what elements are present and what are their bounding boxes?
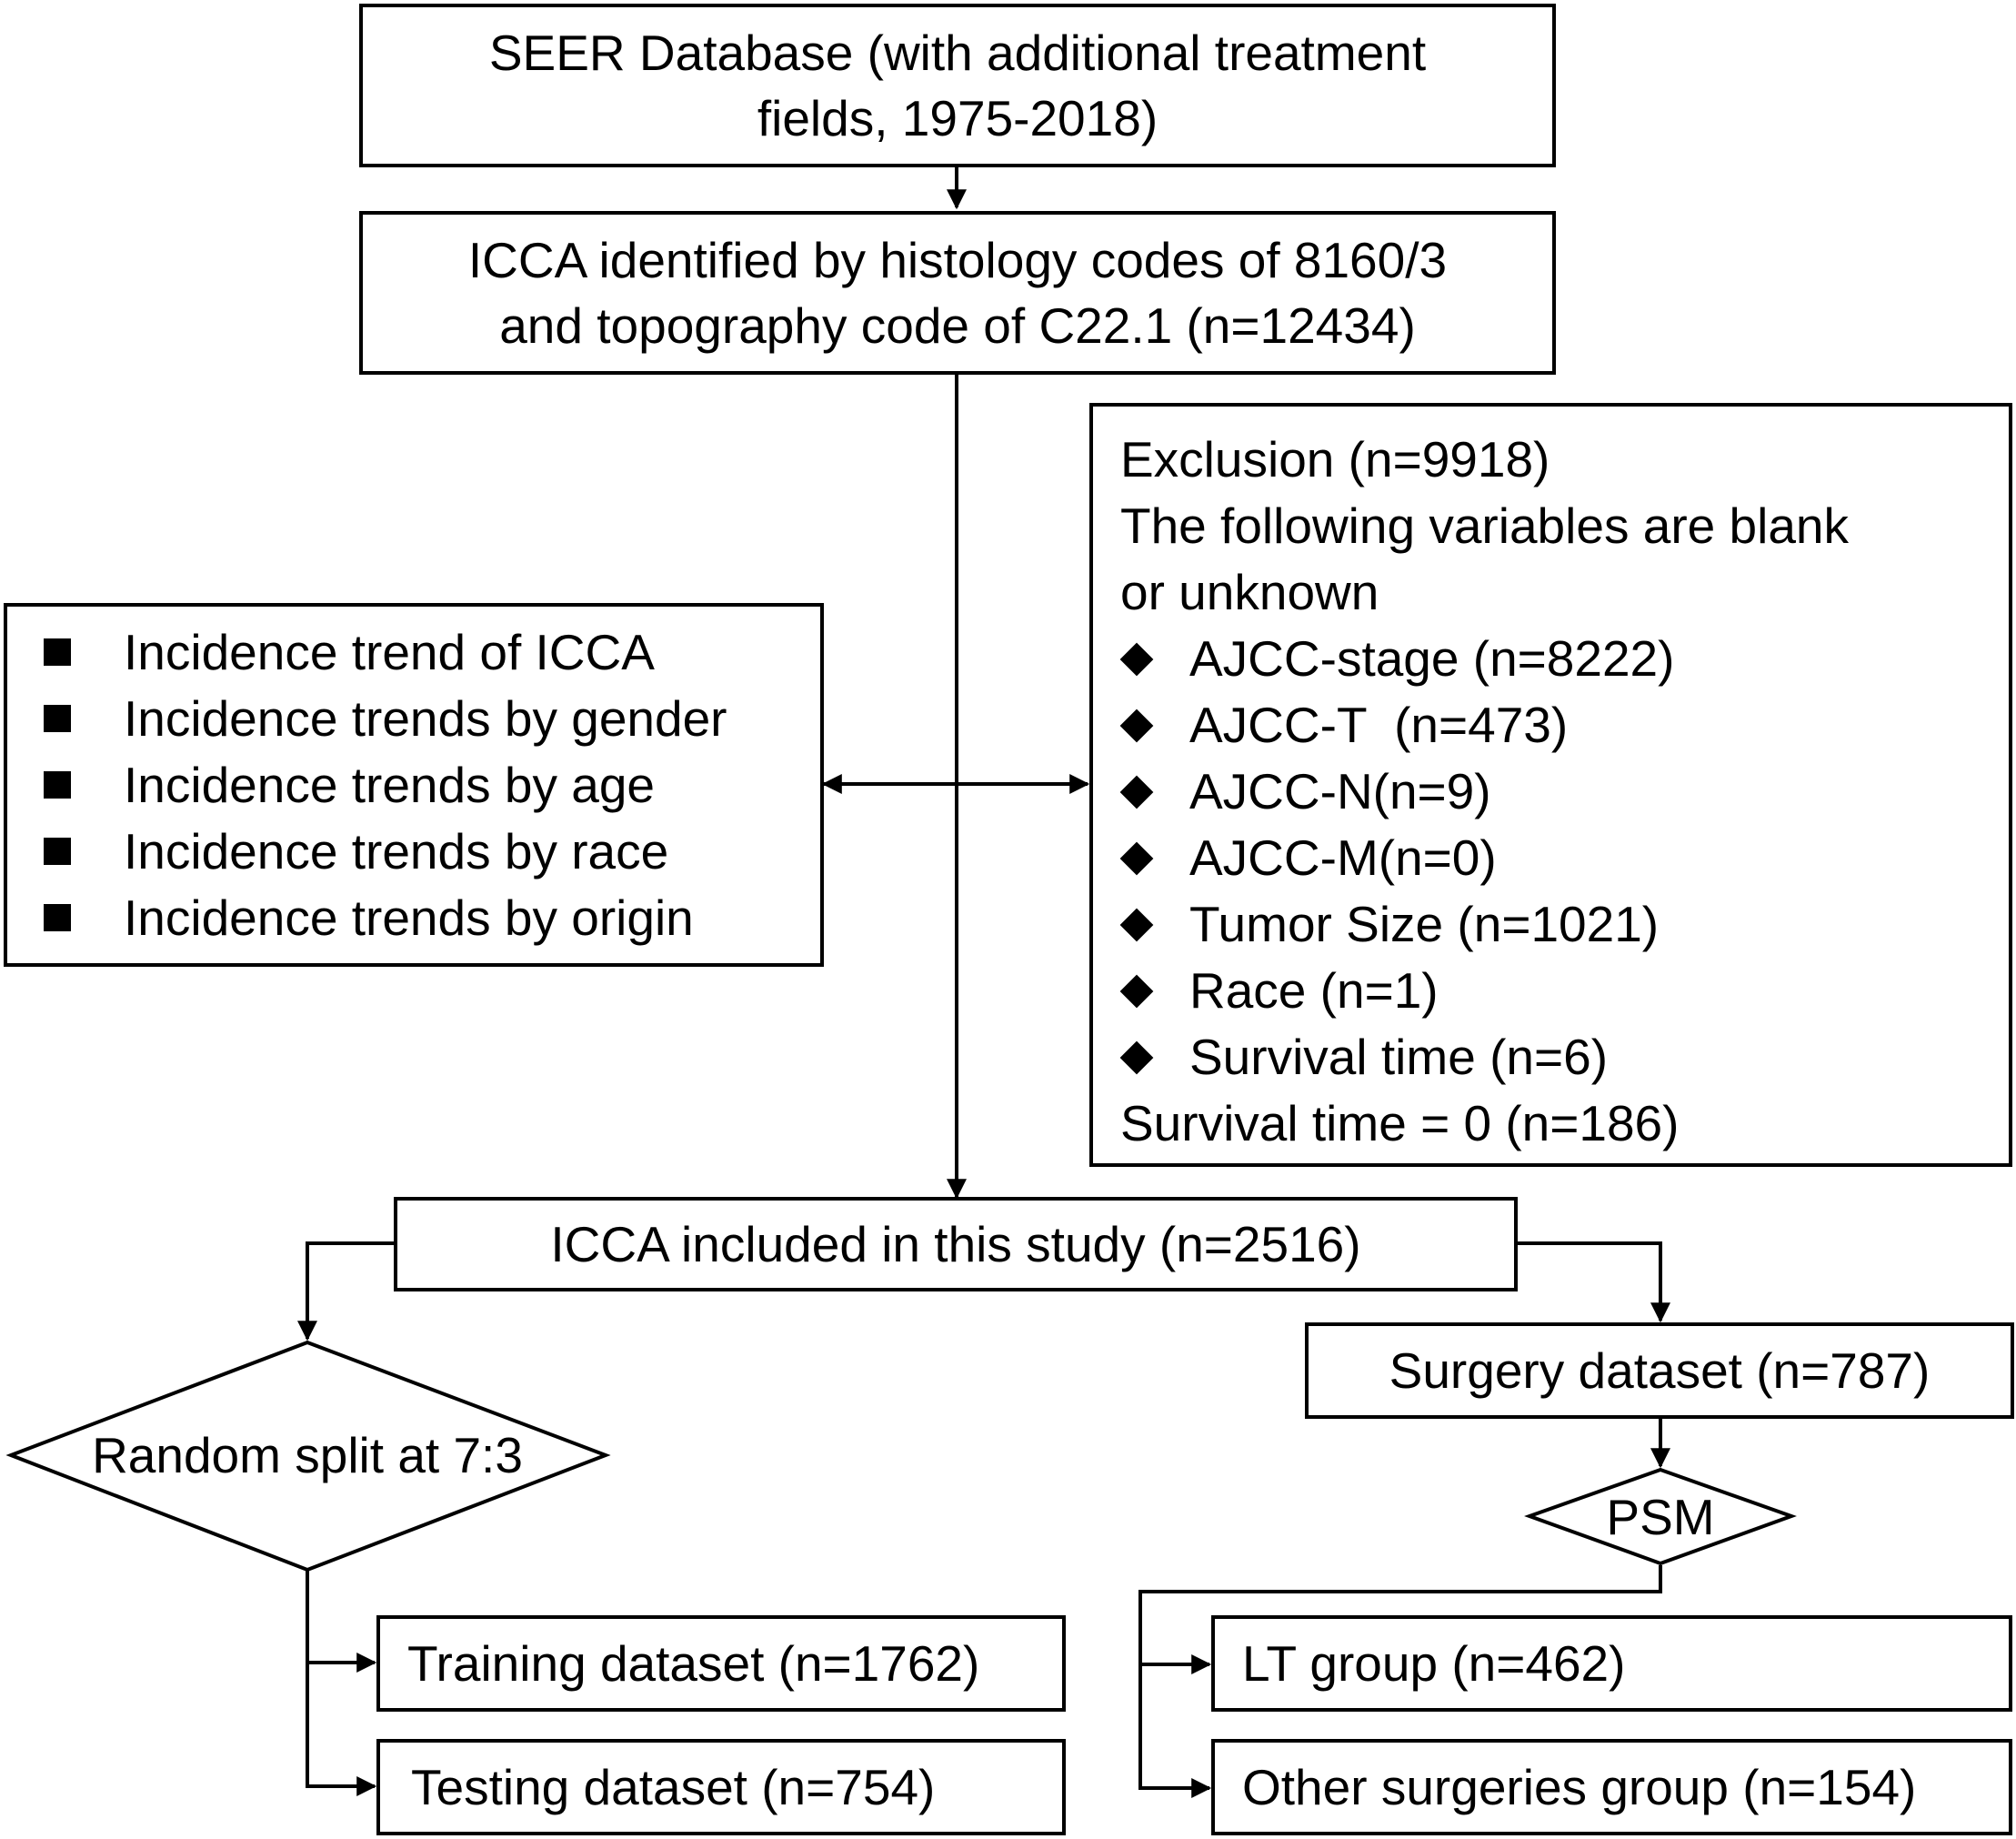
square-bullet-icon [44, 904, 71, 931]
other-surgeries-box: Other surgeries group (n=154) [1211, 1739, 2012, 1835]
seer-line-2: fields, 1975-2018) [757, 90, 1158, 146]
square-bullet-icon [44, 838, 71, 865]
arrow-included-to-split [297, 1241, 394, 1342]
random-split-label: Random split at 7:3 [92, 1427, 523, 1483]
square-bullet-icon [44, 705, 71, 732]
diamond-bullet-icon [1120, 842, 1153, 875]
exclusion-footer: Survival time = 0 (n=186) [1120, 1095, 1680, 1151]
surgery-label: Surgery dataset (n=787) [1389, 1342, 1931, 1399]
training-label: Training dataset (n=1762) [407, 1635, 980, 1692]
square-bullet-icon [44, 771, 71, 799]
testing-dataset-box: Testing dataset (n=754) [376, 1739, 1066, 1835]
exclusion-item: Tumor Size (n=1021) [1120, 891, 2009, 958]
arrow-included-to-surgery [1516, 1241, 1670, 1323]
exclusion-description-line-2: or unknown [1120, 564, 1379, 620]
psm-label: PSM [1606, 1489, 1715, 1545]
seer-line-1: SEER Database (with additional treatment [488, 25, 1427, 81]
exclusion-header: Exclusion (n=9918) [1120, 431, 1550, 487]
exclusion-description-line-1: The following variables are blank [1120, 497, 1849, 554]
diamond-bullet-icon [1120, 909, 1153, 941]
testing-label: Testing dataset (n=754) [411, 1759, 936, 1815]
incidence-box: Incidence trend of ICCA Incidence trends… [4, 603, 824, 967]
training-dataset-box: Training dataset (n=1762) [376, 1615, 1066, 1712]
exclusion-item: AJCC-stage (n=8222) [1120, 626, 2009, 692]
exclusion-item: AJCC-N(n=9) [1120, 759, 2009, 825]
arrow-split-to-training [306, 1570, 377, 1673]
exclusion-item: AJCC-T (n=473) [1120, 692, 2009, 759]
seer-database-box: SEER Database (with additional treatment… [359, 4, 1556, 167]
exclusion-item: Survival time (n=6) [1120, 1024, 2009, 1090]
lt-group-box: LT group (n=462) [1211, 1615, 2012, 1712]
identified-line-1: ICCA identified by histology codes of 81… [467, 232, 1448, 288]
diamond-bullet-icon [1120, 1041, 1153, 1074]
other-surgeries-label: Other surgeries group (n=154) [1242, 1759, 1917, 1815]
incidence-item: Incidence trends by age [7, 752, 820, 819]
exclusion-item: Race (n=1) [1120, 958, 2009, 1024]
diamond-bullet-icon [1120, 776, 1153, 809]
icca-identified-box: ICCA identified by histology codes of 81… [359, 211, 1556, 375]
exclusion-box: Exclusion (n=9918) The following variabl… [1089, 403, 2012, 1167]
incidence-item: Incidence trends by gender [7, 686, 820, 752]
icca-included-box: ICCA included in this study (n=2516) [394, 1197, 1518, 1291]
exclusion-item: AJCC-M(n=0) [1120, 825, 2009, 891]
incidence-item: Incidence trends by race [7, 819, 820, 885]
psm-decision-shape [1524, 1467, 1797, 1566]
included-label: ICCA included in this study (n=2516) [550, 1216, 1361, 1272]
diamond-bullet-icon [1120, 643, 1153, 676]
arrow-psm-to-lt [1138, 1565, 1662, 1674]
identified-line-2: and topography code of C22.1 (n=12434) [499, 297, 1416, 354]
surgery-dataset-box: Surgery dataset (n=787) [1305, 1322, 2014, 1419]
lt-group-label: LT group (n=462) [1242, 1635, 1626, 1692]
incidence-item: Incidence trend of ICCA [7, 619, 820, 686]
incidence-item: Incidence trends by origin [7, 885, 820, 951]
random-split-decision-shape [5, 1340, 611, 1573]
arrow-psm-to-other [1138, 1664, 1212, 1798]
diamond-bullet-icon [1120, 709, 1153, 742]
arrow-split-to-testing [306, 1663, 377, 1796]
diamond-bullet-icon [1120, 975, 1153, 1008]
square-bullet-icon [44, 638, 71, 666]
